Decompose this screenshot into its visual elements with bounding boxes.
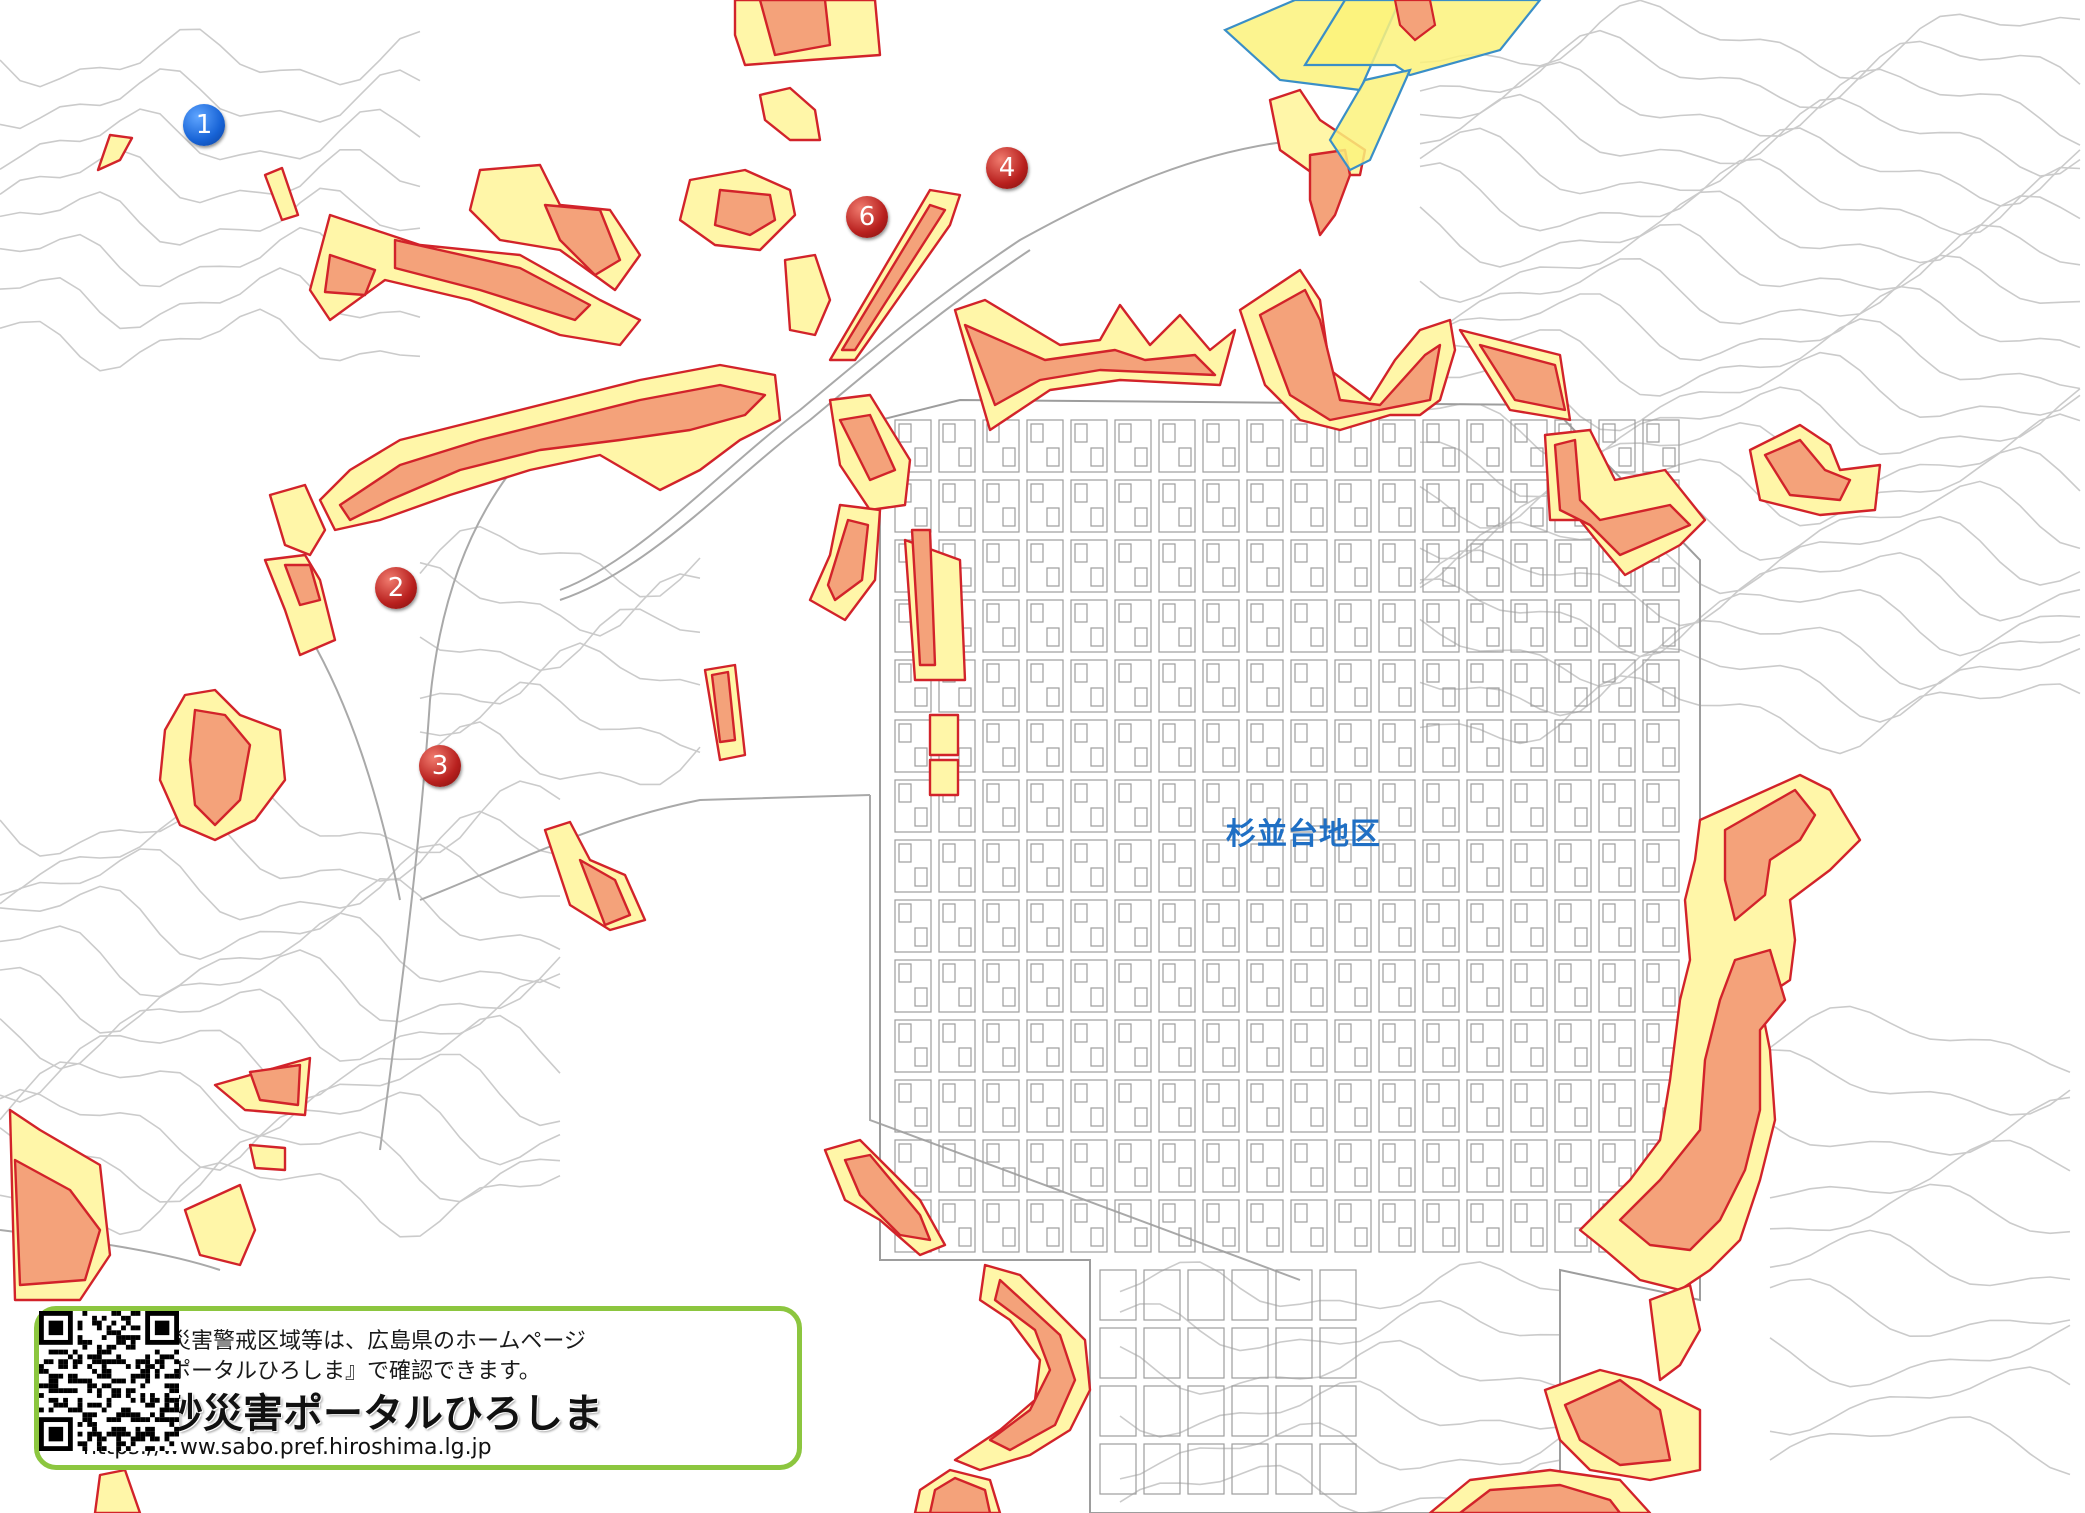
warning-zone (263, 166, 300, 222)
warning-zone (783, 253, 832, 337)
special-warning-zone (1553, 438, 1692, 557)
warning-zone (1543, 428, 1707, 577)
special-warning-zone (713, 188, 777, 237)
marker-3[interactable]: 3 (419, 745, 461, 787)
special-warning-zone (1458, 1483, 1622, 1513)
notice-box: 最新の土砂災害警戒区域等は、広島県のホームページ 『土砂災害ポータルひろしま』で… (34, 1306, 802, 1470)
special-warning-zone (1478, 343, 1567, 412)
qr-code-icon[interactable] (39, 1311, 179, 1451)
special-warning-zone (910, 528, 937, 667)
marker-4[interactable]: 4 (986, 147, 1028, 189)
warning-zone (248, 1143, 287, 1172)
special-warning-zone (248, 1063, 302, 1107)
special-warning-zone (1763, 438, 1852, 502)
marker-2[interactable]: 2 (375, 567, 417, 609)
portal-logo-text: 土砂災害ポータルひろしま (123, 1391, 603, 1437)
special-warning-zone (826, 518, 870, 602)
special-warning-zone (840, 203, 947, 352)
special-warning-zone (758, 0, 832, 57)
warning-zone (183, 1183, 257, 1267)
warning-zone (93, 1468, 142, 1513)
marker-1[interactable]: 1 (183, 104, 225, 146)
special-warning-zone (13, 1158, 102, 1287)
warning-zone (268, 483, 327, 557)
marker-6[interactable]: 6 (846, 196, 888, 238)
special-warning-zone (1618, 948, 1787, 1252)
special-warning-zone (393, 238, 592, 322)
special-warning-zone (928, 1476, 992, 1513)
special-warning-zone (988, 1278, 1077, 1452)
special-warning-zone (1563, 1378, 1672, 1467)
special-warning-zone (338, 383, 767, 522)
special-warning-zone (1393, 0, 1437, 42)
special-warning-zone (578, 858, 632, 927)
special-warning-zone (838, 413, 897, 482)
special-warning-zone (963, 323, 1217, 407)
special-warning-zone (543, 203, 622, 277)
district-label: 杉並台地区 (1226, 817, 1381, 852)
special-warning-zone (710, 670, 737, 744)
special-warning-zone (843, 1153, 932, 1242)
warning-zone (928, 713, 960, 757)
warning-zone (96, 133, 134, 172)
warning-zone (1648, 1283, 1702, 1382)
special-warning-zone (283, 563, 322, 607)
special-warning-zone (188, 708, 252, 827)
warning-zone (758, 86, 822, 142)
special-warning-zone (1258, 288, 1442, 422)
special-warning-zone (323, 253, 377, 297)
warning-zone (928, 758, 960, 797)
blue-outlined-zone (1222, 0, 1542, 172)
special-warning-zone (1723, 788, 1817, 922)
